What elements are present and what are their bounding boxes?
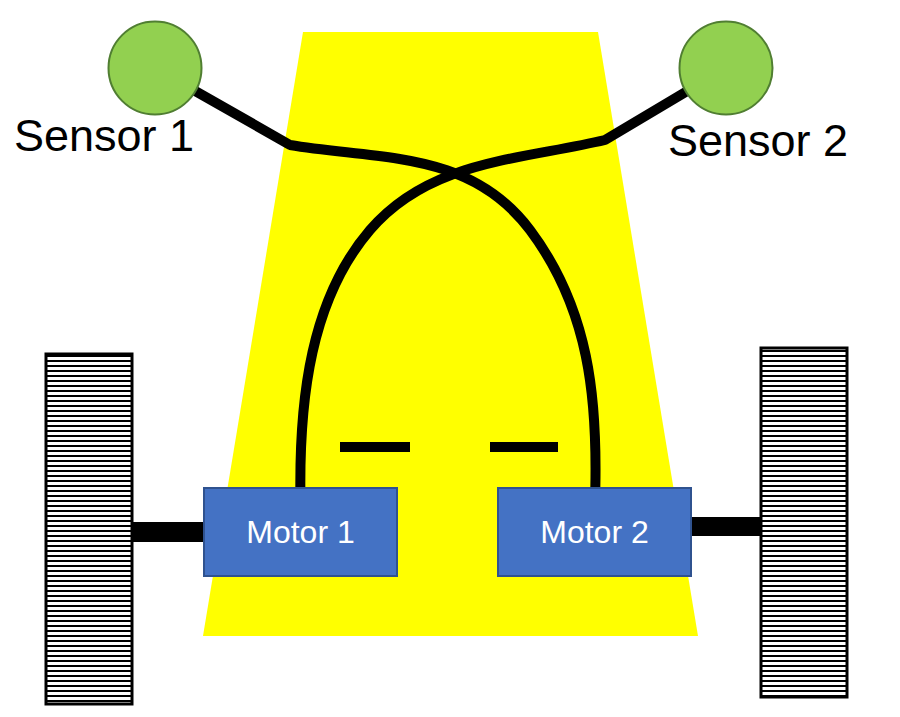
motor-box: Motor 1: [203, 487, 398, 577]
sensor-disc: [109, 22, 202, 115]
right-wheel: [761, 348, 847, 697]
inhibit-sign: [490, 442, 558, 452]
sensor-wire: [300, 92, 686, 487]
sensor-label: Sensor 2: [668, 115, 848, 167]
sensor-disc: [680, 22, 773, 115]
right-axle: [690, 517, 762, 536]
sensor-outline: [678, 20, 774, 116]
sensor-circle: Sensor 2: [678, 20, 774, 116]
motor-label: Motor 2: [540, 514, 648, 551]
inhibit-sign: [340, 442, 410, 452]
left-wheel: [46, 354, 132, 704]
sensor-label: Sensor 1: [14, 110, 194, 162]
sensor-outline: [107, 20, 203, 116]
vehicle-body: [203, 32, 698, 636]
motor-box: Motor 2: [497, 487, 692, 577]
left-axle: [131, 522, 205, 542]
sensor-circle: Sensor 1: [107, 20, 203, 116]
motor-label: Motor 1: [246, 514, 354, 551]
